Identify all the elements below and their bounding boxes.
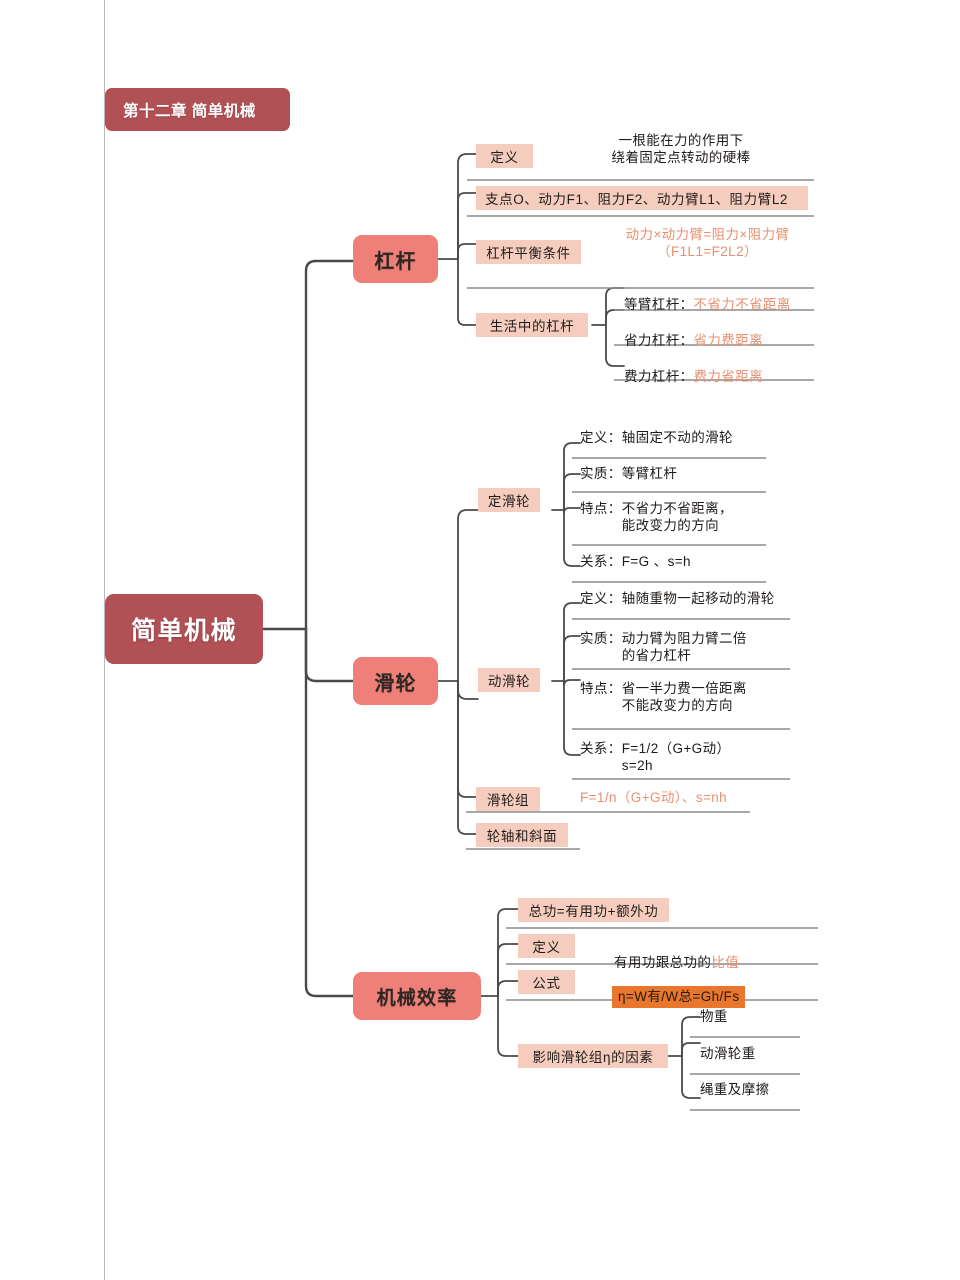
fixed-pulley-item-2: 特点：不省力不省距离， 能改变力的方向 bbox=[580, 501, 733, 533]
axle-incline-label: 轮轴和斜面 bbox=[486, 829, 558, 844]
movable-pulley-item-2: 特点：省一半力费一倍距离 不能改变力的方向 bbox=[580, 681, 747, 713]
efficiency-definition-text: 有用功跟总功的比值 bbox=[614, 937, 739, 971]
efficiency-factors-chip[interactable]: 影响滑轮组η的因素 bbox=[518, 1044, 668, 1068]
movable-pulley-label: 动滑轮 bbox=[487, 674, 531, 689]
fixed-pulley-item-3: 关系：F=G 、s=h bbox=[580, 554, 691, 569]
efficiency-definition-highlight: 比值 bbox=[711, 955, 740, 970]
pulley-group-formula: F=1/n（G+G动）、s=nh bbox=[580, 790, 728, 805]
lever-elements-text: 支点O、动力F1、阻力F2、动力臂L1、阻力臂L2 bbox=[485, 192, 789, 207]
lever-definition-text: 一根能在力的作用下 绕着固定点转动的硬棒 bbox=[611, 133, 751, 165]
lever-elements-row[interactable]: 支点O、动力F1、阻力F2、动力臂L1、阻力臂L2 bbox=[476, 186, 808, 210]
lever-life-item-2-name: 费力杠杆： bbox=[624, 369, 694, 384]
root-node-label: 简单机械 bbox=[130, 617, 237, 645]
lever-balance-label: 杠杆平衡条件 bbox=[486, 246, 571, 261]
root-node-simple-machines[interactable]: 简单机械 bbox=[105, 594, 263, 664]
lever-life-item-2: 费力杠杆：费力省距离 bbox=[624, 351, 763, 385]
branch-lever-label: 杠杆 bbox=[374, 250, 417, 273]
lever-definition-label: 定义 bbox=[490, 150, 519, 165]
fixed-pulley-chip[interactable]: 定滑轮 bbox=[478, 488, 540, 512]
efficiency-formula-value: η=W有/W总=Gh/Fs bbox=[612, 986, 746, 1008]
branch-node-lever[interactable]: 杠杆 bbox=[353, 235, 438, 283]
efficiency-factor-1: 动滑轮重 bbox=[700, 1046, 756, 1061]
lever-life-item-0-value: 不省力不省距离 bbox=[693, 297, 791, 312]
lever-life-chip[interactable]: 生活中的杠杆 bbox=[476, 313, 588, 337]
efficiency-factors-label: 影响滑轮组η的因素 bbox=[532, 1050, 654, 1065]
pulley-group-label: 滑轮组 bbox=[486, 793, 530, 808]
efficiency-formula-label: 公式 bbox=[532, 976, 561, 991]
lever-balance-chip[interactable]: 杠杆平衡条件 bbox=[476, 240, 581, 264]
lever-definition-chip[interactable]: 定义 bbox=[476, 144, 533, 168]
efficiency-total-work-text: 总功=有用功+额外功 bbox=[528, 904, 659, 919]
lever-life-item-1-name: 省力杠杆： bbox=[624, 333, 694, 348]
movable-pulley-item-0: 定义：轴随重物一起移动的滑轮 bbox=[580, 591, 775, 606]
branch-pulley-label: 滑轮 bbox=[374, 672, 417, 695]
efficiency-definition-prefix: 有用功跟总功的 bbox=[614, 955, 712, 970]
lever-life-item-0: 等臂杠杆：不省力不省距离 bbox=[624, 279, 791, 313]
branch-node-efficiency[interactable]: 机械效率 bbox=[353, 972, 481, 1020]
axle-incline-chip[interactable]: 轮轴和斜面 bbox=[476, 823, 568, 847]
lever-life-item-1-value: 省力费距离 bbox=[693, 333, 763, 348]
efficiency-definition-chip[interactable]: 定义 bbox=[518, 934, 575, 958]
efficiency-total-work-row[interactable]: 总功=有用功+额外功 bbox=[518, 898, 669, 922]
efficiency-definition-label: 定义 bbox=[532, 940, 561, 955]
branch-node-pulley[interactable]: 滑轮 bbox=[353, 657, 438, 705]
movable-pulley-item-3: 关系：F=1/2（G+G动） s=2h bbox=[580, 741, 731, 773]
efficiency-formula-value-wrap: η=W有/W总=Gh/Fs bbox=[612, 969, 746, 1008]
branch-efficiency-label: 机械效率 bbox=[376, 987, 458, 1009]
chapter-title-text: 第十二章 简单机械 bbox=[123, 102, 256, 120]
efficiency-factor-2: 绳重及摩擦 bbox=[700, 1082, 770, 1097]
fixed-pulley-item-0: 定义：轴固定不动的滑轮 bbox=[580, 430, 733, 445]
fixed-pulley-label: 定滑轮 bbox=[487, 494, 531, 509]
lever-life-item-0-name: 等臂杠杆： bbox=[624, 297, 694, 312]
lever-life-item-2-value: 费力省距离 bbox=[693, 369, 763, 384]
efficiency-factor-0: 物重 bbox=[700, 1009, 728, 1024]
page-margin-rule bbox=[104, 0, 105, 1280]
pulley-group-chip[interactable]: 滑轮组 bbox=[476, 787, 540, 811]
movable-pulley-chip[interactable]: 动滑轮 bbox=[478, 668, 540, 692]
movable-pulley-item-1: 实质：动力臂为阻力臂二倍 的省力杠杆 bbox=[580, 631, 747, 663]
lever-life-item-1: 省力杠杆：省力费距离 bbox=[624, 315, 763, 349]
lever-life-label: 生活中的杠杆 bbox=[489, 319, 575, 334]
chapter-title-banner: 第十二章 简单机械 bbox=[105, 88, 290, 131]
lever-balance-formula: 动力×动力臂=阻力×阻力臂 （F1L1=F2L2） bbox=[625, 227, 790, 259]
efficiency-formula-chip[interactable]: 公式 bbox=[518, 970, 575, 994]
fixed-pulley-item-1: 实质：等臂杠杆 bbox=[580, 466, 678, 481]
